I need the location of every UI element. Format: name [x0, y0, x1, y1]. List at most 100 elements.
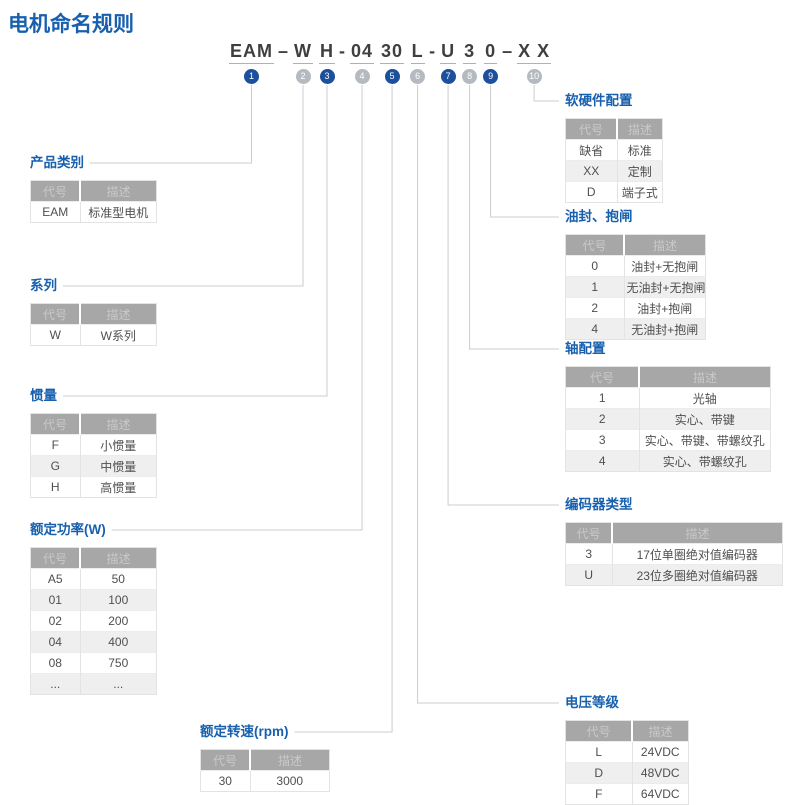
table-cell: 定制 [617, 160, 663, 182]
code-segment: - [339, 40, 346, 62]
column-header-desc: 描述 [639, 366, 771, 388]
table-cell: 400 [80, 631, 157, 653]
table-cell: 小惯量 [80, 434, 157, 456]
section-title: 编码器类型 [565, 496, 633, 514]
code-segment-text: – [502, 41, 514, 61]
table-cell: 100 [80, 589, 157, 611]
table-cell: 64VDC [632, 783, 689, 805]
section-title: 软硬件配置 [565, 92, 633, 110]
position-marker-6-icon: 6 [410, 69, 426, 84]
code-segment: - [429, 40, 436, 62]
table-cell: ... [80, 673, 157, 695]
table-cell: 1 [565, 276, 625, 298]
table-cell: 中惯量 [80, 455, 157, 477]
column-header-desc: 描述 [612, 522, 783, 544]
table-cell: 标准型电机 [80, 201, 157, 223]
table-cell: 3000 [250, 770, 330, 792]
code-segment-text: L [410, 40, 425, 64]
table-cell: EAM [30, 201, 81, 223]
position-marker-10-icon: 10 [526, 69, 542, 84]
table-cell: 实心、带键 [639, 408, 771, 430]
column-header-code: 代号 [30, 413, 81, 435]
table-cell: G [30, 455, 81, 477]
code-segment-text: X X [517, 40, 552, 64]
table-cell: 08 [30, 652, 81, 674]
table-cell: 24VDC [632, 741, 689, 763]
position-marker-7-icon: 7 [440, 69, 456, 84]
code-segment: X X 10 [517, 40, 552, 84]
section-title: 产品类别 [30, 154, 84, 172]
table-cell: 4 [565, 450, 640, 472]
table-row: 缺省标准 [565, 139, 663, 161]
position-marker-4-icon: 4 [354, 69, 370, 84]
code-segment: EAM 1 [229, 40, 274, 84]
column-header-code: 代号 [565, 720, 633, 742]
table-cell: 2 [565, 297, 625, 319]
table-cell: 光轴 [639, 387, 771, 409]
code-segment-text: 0 [484, 40, 498, 64]
table-cell: ... [30, 673, 81, 695]
table-cell: 750 [80, 652, 157, 674]
column-header-desc: 描述 [632, 720, 689, 742]
section-title: 额定功率(W) [30, 521, 106, 539]
table-cell: 高惯量 [80, 476, 157, 498]
table-cell: 04 [30, 631, 81, 653]
table-cell: 48VDC [632, 762, 689, 784]
code-segment-text: 3 [463, 40, 477, 64]
column-header-code: 代号 [200, 749, 251, 771]
position-marker-3-icon: 3 [319, 69, 335, 84]
table-cell: 200 [80, 610, 157, 632]
column-header-code: 代号 [565, 118, 618, 140]
table-cell: 无油封+抱闸 [624, 318, 706, 340]
table-cell: W [30, 324, 81, 346]
table-cell: XX [565, 160, 618, 182]
column-header-desc: 描述 [250, 749, 330, 771]
position-marker-8-icon: 8 [462, 69, 478, 84]
table-row: ...... [30, 673, 157, 695]
section-title: 系列 [30, 277, 57, 295]
code-segment-text: EAM [229, 40, 274, 64]
table-cell: 17位单圈绝对值编码器 [612, 543, 783, 565]
table-cell: 3 [565, 429, 640, 451]
table-cell: L [565, 741, 633, 763]
table-cell: F [30, 434, 81, 456]
code-segment-text: W [293, 40, 314, 64]
table-cell: 02 [30, 610, 81, 632]
position-marker-5-icon: 5 [384, 69, 400, 84]
code-segment-text: – [278, 41, 290, 61]
position-marker-1-icon: 1 [244, 69, 259, 84]
position-marker-9-icon: 9 [483, 69, 499, 84]
code-segment-text: 04 [350, 40, 375, 64]
table-cell: 1 [565, 387, 640, 409]
table-cell: 50 [80, 568, 157, 590]
